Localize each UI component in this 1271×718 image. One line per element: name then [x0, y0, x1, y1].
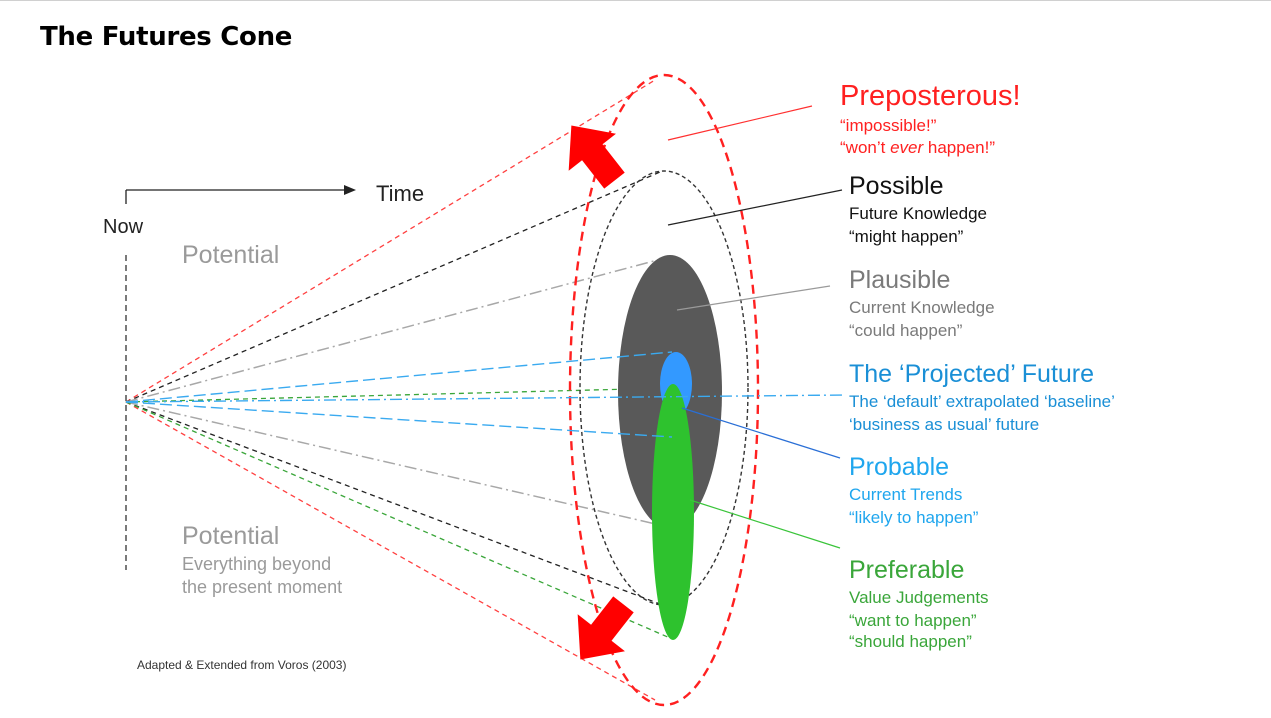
projected-line-1: The ‘default’ extrapolated ‘baseline’	[849, 392, 1115, 411]
potential-top-label: Potential	[182, 241, 280, 269]
plausible-leader	[676, 285, 831, 311]
possible-line-1: Future Knowledge	[849, 204, 987, 223]
preposterous-leader	[667, 105, 813, 141]
plausible-ray-bottom	[125, 401, 661, 526]
possible-title: Possible	[849, 172, 944, 200]
possible-ray-top	[125, 171, 661, 403]
preferable-line-2: “want to happen”	[849, 611, 977, 630]
time-label: Time	[376, 181, 425, 206]
probable-leader	[681, 407, 841, 459]
preferable-leader	[689, 499, 841, 549]
preferable-title: Preferable	[849, 556, 965, 584]
projected-ray-top	[125, 351, 673, 403]
probable-line-2: “likely to happen”	[849, 508, 979, 527]
expand-arrow-down	[577, 596, 634, 660]
projected-ray-bottom	[125, 401, 673, 438]
expand-arrow-up	[568, 125, 625, 189]
plausible-line-1: Current Knowledge	[849, 298, 995, 317]
preferable-ellipse	[652, 384, 694, 640]
time-arrow-head	[344, 185, 356, 195]
projected-baseline	[125, 394, 846, 403]
probable-line-1: Current Trends	[849, 485, 963, 504]
projected-line-2: ‘business as usual’ future	[849, 415, 1040, 434]
preposterous-ellipse	[568, 73, 760, 707]
plausible-ray-top	[125, 257, 666, 403]
plausible-title: Plausible	[849, 266, 951, 294]
potential-bottom-label: Potential	[182, 522, 280, 550]
preferable-line-3: “should happen”	[849, 632, 972, 651]
source-credit: Adapted & Extended from Voros (2003)	[137, 658, 347, 672]
preferable-line-1: Value Judgements	[849, 588, 989, 607]
preferable-ray-bottom	[125, 401, 671, 639]
potential-bottom-desc-2: the present moment	[182, 577, 343, 597]
possible-leader	[667, 189, 843, 226]
probable-title: Probable	[849, 453, 950, 481]
preposterous-line-1: “impossible!”	[840, 116, 937, 135]
page-title: The Futures Cone	[40, 22, 293, 52]
possible-line-2: “might happen”	[849, 227, 964, 246]
preposterous-ray-bottom	[125, 401, 656, 701]
top-divider	[0, 0, 1271, 1]
potential-bottom-desc-1: Everything beyond	[182, 554, 332, 574]
preposterous-ray-top	[125, 79, 656, 403]
preposterous-title: Preposterous!	[840, 80, 1021, 112]
now-label: Now	[103, 216, 144, 238]
projected-title: The ‘Projected’ Future	[849, 360, 1095, 388]
plausible-line-2: “could happen”	[849, 321, 963, 340]
preposterous-line-2: “won’t ever happen!”	[840, 138, 995, 157]
